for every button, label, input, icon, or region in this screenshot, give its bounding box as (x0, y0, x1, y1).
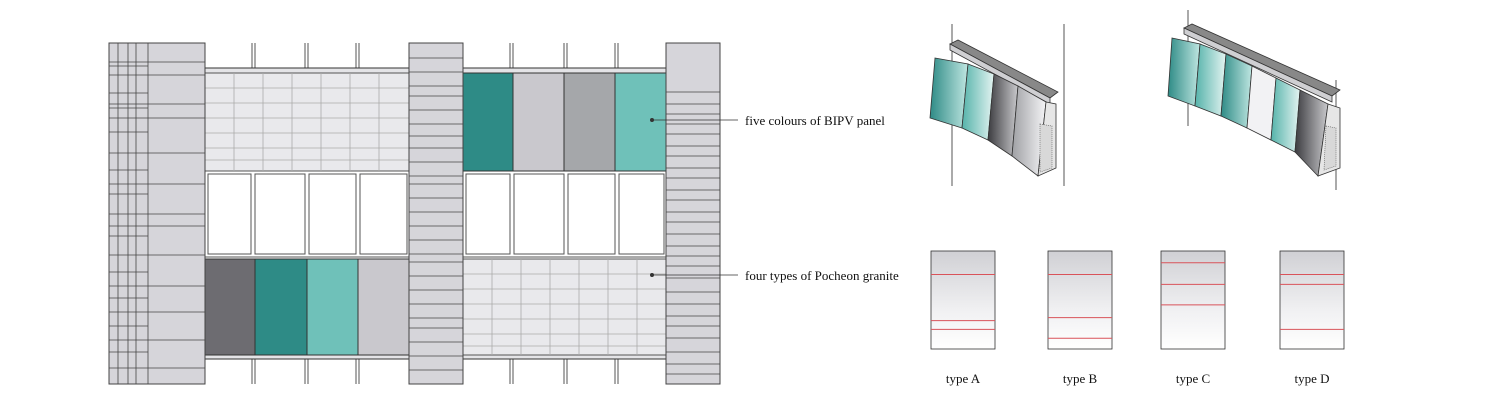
granite-type-swatch (1047, 250, 1113, 350)
bipv-panel (306, 258, 359, 356)
granite-type-label: type B (1063, 371, 1098, 386)
bipv-panels-upper (462, 72, 667, 172)
granite-pier-middle (408, 42, 464, 385)
granite-type-swatch (930, 250, 996, 350)
bipv-panel (357, 258, 410, 356)
granite-grid-upper (204, 72, 410, 172)
bipv-panel (462, 72, 514, 172)
bipv-annotation: five colours of BIPV panel (745, 113, 885, 128)
bipv-panel (512, 72, 565, 172)
granite-pier-right (665, 42, 721, 385)
bipv-panel (254, 258, 308, 356)
granite-pier-left (108, 42, 206, 385)
granite-annotation: four types of Pocheon granite (745, 268, 899, 283)
bipv-panel (614, 72, 667, 172)
bottom-mullions (251, 358, 619, 384)
granite-types: type A type B type C type D (930, 250, 1345, 386)
annotation-leaders (650, 118, 738, 277)
granite-type-swatch (1160, 250, 1226, 350)
granite-type-label: type C (1176, 371, 1210, 386)
bipv-panels-lower (204, 258, 410, 356)
granite-type-swatch (1279, 250, 1345, 350)
axon-detail-small (929, 24, 1065, 186)
granite-type-label: type D (1294, 371, 1329, 386)
top-mullions (251, 43, 619, 68)
axon-detail-large (1167, 10, 1341, 190)
bipv-panel (563, 72, 616, 172)
window-row (204, 170, 667, 258)
elevation (108, 42, 738, 385)
granite-grid-lower (462, 258, 667, 356)
bipv-panel (204, 258, 256, 356)
granite-type-label: type A (946, 371, 981, 386)
